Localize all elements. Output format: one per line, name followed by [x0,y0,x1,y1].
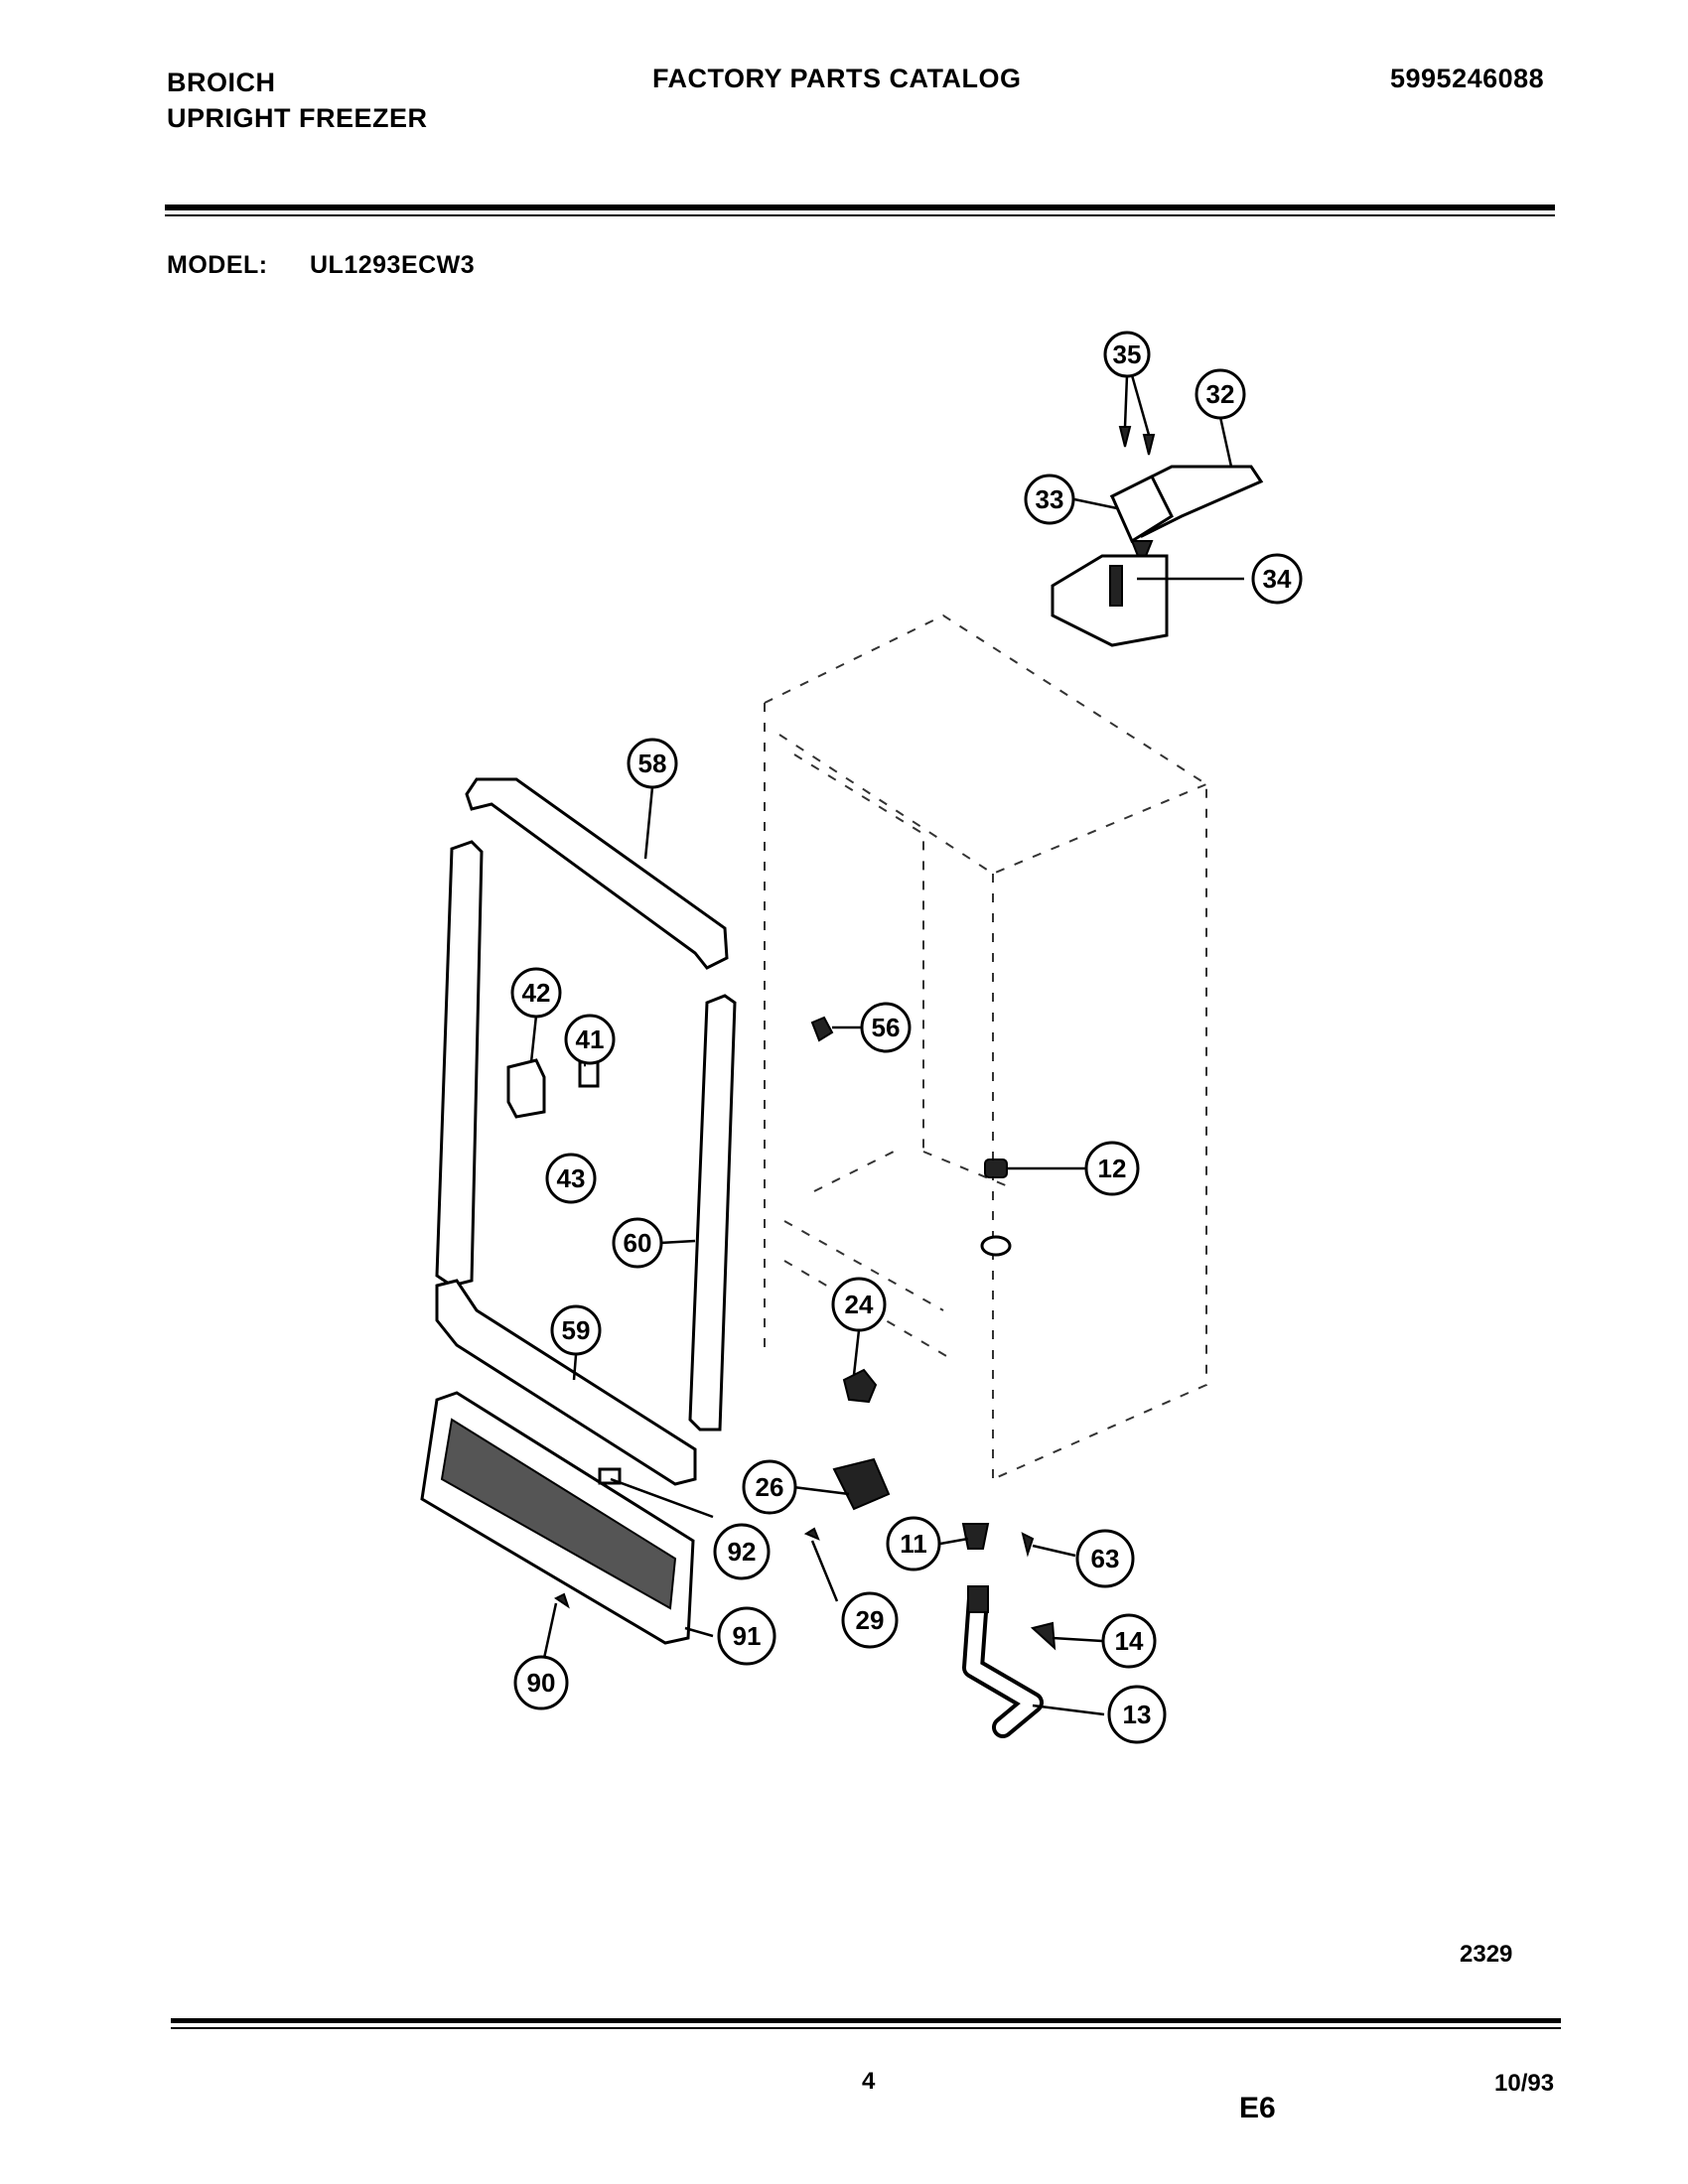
callout-label: 91 [733,1621,762,1651]
callout-34: 34 [1251,553,1303,605]
callout-14: 14 [1101,1613,1157,1669]
leader-lines [529,374,1244,1716]
callout-label: 12 [1098,1154,1127,1183]
grille [420,1391,695,1645]
callout-label: 13 [1123,1700,1152,1729]
callout-59: 59 [550,1304,602,1356]
callout-label: 26 [756,1472,784,1502]
callout-90: 90 [513,1655,569,1710]
callout-43: 43 [545,1153,597,1204]
callout-32: 32 [1195,368,1246,420]
callout-12: 12 [1084,1141,1140,1196]
callout-24: 24 [831,1277,887,1332]
callout-13: 13 [1107,1685,1167,1744]
callout-56: 56 [860,1002,912,1053]
footer-rule-thin [171,2027,1561,2029]
callout-label: 33 [1036,484,1064,514]
callout-label: 60 [624,1228,652,1258]
callout-91: 91 [717,1606,776,1666]
callout-label: 43 [557,1163,586,1193]
callout-label: 29 [856,1605,885,1635]
callout-label: 11 [900,1529,927,1559]
callout-11: 11 [886,1516,941,1571]
callout-label: 42 [522,978,551,1008]
model-number: UL1293ECW3 [310,251,476,279]
callout-92: 92 [713,1523,771,1580]
callout-label: 63 [1091,1544,1120,1573]
drawing-number: 2329 [1460,1941,1513,1968]
callout-41: 41 [564,1014,616,1065]
page-number: 4 [862,2068,876,2095]
callout-35: 35 [1103,331,1151,378]
callout-42: 42 [510,967,562,1019]
model-label: MODEL: [167,251,268,279]
callout-label: 24 [845,1290,874,1319]
revision-date: 10/93 [1494,2070,1555,2097]
callout-label: 35 [1113,340,1142,369]
header-rule-thick [165,205,1555,210]
catalog-title: FACTORY PARTS CATALOG [652,64,1022,93]
header-rule-thin [165,214,1555,216]
callout-label: 41 [576,1024,605,1054]
callout-58: 58 [627,738,678,789]
cabinet-outline [764,614,1207,1480]
callout-63: 63 [1075,1529,1135,1588]
catalog-number: 5995246088 [1390,64,1545,93]
callout-60: 60 [612,1217,663,1269]
footer-rule-thick [171,2018,1561,2023]
door-gasket [435,777,737,1486]
callout-label: 90 [527,1668,556,1698]
drain-parts [803,1159,1056,1738]
section-code: E6 [1239,2092,1276,2124]
callout-label: 34 [1263,564,1292,594]
callout-26: 26 [742,1459,797,1515]
callout-label: 56 [872,1013,901,1042]
product-type: UPRIGHT FREEZER [167,103,428,133]
callout-label: 59 [562,1315,591,1345]
callout-label: 32 [1206,379,1235,409]
callout-33: 33 [1024,474,1075,525]
door-small-parts [506,1016,834,1119]
callout-label: 92 [728,1537,757,1567]
callout-29: 29 [841,1591,899,1649]
callout-label: 14 [1115,1626,1144,1656]
callout-label: 58 [638,749,667,778]
brand-name: BROICH [167,68,276,97]
